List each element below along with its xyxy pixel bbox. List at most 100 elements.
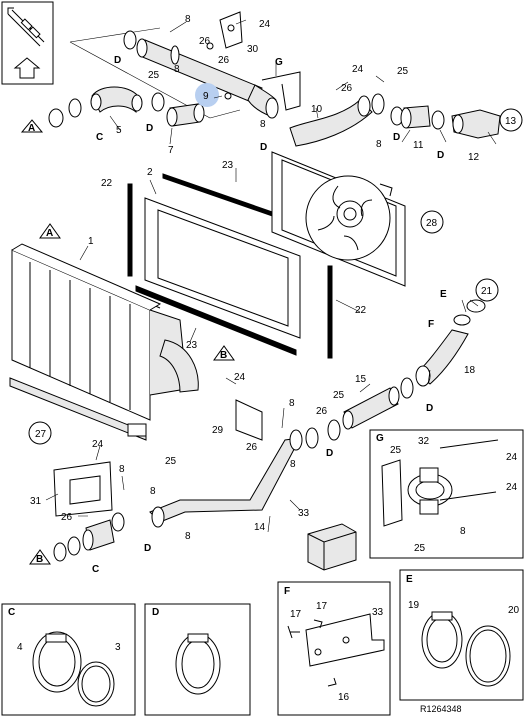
callout-33: 33 bbox=[298, 508, 310, 519]
callout-8-e: 8 bbox=[289, 398, 295, 409]
callout-27: 27 bbox=[35, 429, 47, 440]
callout-8-top: 8 bbox=[185, 14, 191, 25]
callout-25-d: 25 bbox=[165, 456, 177, 467]
panel-g-part-24-a: 24 bbox=[506, 452, 518, 463]
callout-8-d: 8 bbox=[376, 139, 382, 150]
callout-d-4: D bbox=[393, 132, 400, 143]
callout-8-c: 8 bbox=[260, 119, 266, 130]
radiator bbox=[11, 243, 199, 421]
upper-coolant-pipe bbox=[123, 11, 301, 119]
callout-1: 1 bbox=[88, 236, 94, 247]
callout-25-c: 25 bbox=[333, 390, 345, 401]
callout-d-3: D bbox=[260, 142, 267, 153]
callout-24-top: 24 bbox=[259, 19, 271, 30]
callout-18: 18 bbox=[464, 365, 476, 376]
callout-8-g: 8 bbox=[119, 464, 125, 475]
callout-26-d: 26 bbox=[316, 406, 328, 417]
callout-d-2: D bbox=[146, 123, 153, 134]
marker-a-radiator: A bbox=[46, 228, 53, 239]
panel-g-title: G bbox=[376, 433, 384, 444]
panel-g-part-25-bottom: 25 bbox=[414, 543, 426, 554]
callout-26-b: 26 bbox=[218, 55, 230, 66]
panel-e-part-19: 19 bbox=[408, 600, 420, 611]
hose-10 bbox=[289, 93, 501, 147]
callout-8-f: 8 bbox=[290, 459, 296, 470]
panel-c-part-3: 3 bbox=[115, 642, 121, 653]
callout-9-highlighted: 9 bbox=[203, 91, 209, 102]
panel-g-part-8: 8 bbox=[460, 526, 466, 537]
callout-22-left: 22 bbox=[101, 178, 113, 189]
part-33-block bbox=[307, 523, 357, 571]
callout-d-7: D bbox=[326, 448, 333, 459]
callout-15: 15 bbox=[355, 374, 367, 385]
marker-b-bottom: B bbox=[36, 554, 43, 565]
callout-31: 31 bbox=[30, 496, 42, 507]
callout-d-1: D bbox=[114, 55, 121, 66]
panel-c-part-4: 4 bbox=[17, 642, 23, 653]
hose-18 bbox=[415, 299, 486, 387]
orientation-icon bbox=[1, 1, 54, 85]
callout-28: 28 bbox=[426, 218, 438, 229]
callout-30: 30 bbox=[247, 44, 259, 55]
callout-10: 10 bbox=[311, 104, 323, 115]
callout-21: 21 bbox=[481, 286, 493, 297]
callout-14: 14 bbox=[254, 522, 266, 533]
panel-g-part-24-b: 24 bbox=[506, 482, 518, 493]
callout-26-c: 26 bbox=[341, 83, 353, 94]
callout-23-top: 23 bbox=[222, 160, 234, 171]
marker-a-top: A bbox=[28, 123, 35, 134]
panel-e-title: E bbox=[406, 574, 413, 585]
reference-markers: A A B B bbox=[20, 119, 235, 565]
callout-e: E bbox=[440, 289, 447, 300]
callout-f: F bbox=[428, 319, 434, 330]
detail-panel-e bbox=[399, 569, 524, 701]
callout-7: 7 bbox=[168, 145, 174, 156]
detail-panel-f bbox=[277, 581, 391, 716]
callout-26-e: 26 bbox=[246, 442, 258, 453]
callout-23-bottom: 23 bbox=[186, 340, 198, 351]
callout-d-6: D bbox=[426, 403, 433, 414]
panel-f-part-17-b: 17 bbox=[316, 601, 328, 612]
callout-c-2: C bbox=[92, 564, 99, 575]
detail-panel-c bbox=[1, 603, 136, 716]
drawing-reference: R1264348 bbox=[420, 704, 462, 714]
callout-2: 2 bbox=[147, 167, 153, 178]
callout-26-f: 26 bbox=[61, 512, 73, 523]
support-bar-27 bbox=[9, 377, 147, 441]
detail-panel-d bbox=[144, 603, 251, 716]
callout-12: 12 bbox=[468, 152, 480, 163]
panel-f-part-16: 16 bbox=[338, 692, 350, 703]
panel-f-title: F bbox=[284, 586, 290, 597]
callout-24-d: 24 bbox=[92, 439, 104, 450]
callout-c-1: C bbox=[96, 132, 103, 143]
callout-24-b: 24 bbox=[352, 64, 364, 75]
callout-8-b: 8 bbox=[174, 64, 180, 75]
panel-d-title: D bbox=[152, 607, 159, 618]
panel-f-part-17-a: 17 bbox=[290, 609, 302, 620]
panel-f-part-33: 33 bbox=[372, 607, 384, 618]
hose-assembly-top-left bbox=[48, 86, 205, 128]
marker-b-radiator: B bbox=[220, 350, 227, 361]
callout-8-i: 8 bbox=[185, 531, 191, 542]
bracket-31 bbox=[53, 461, 125, 562]
panel-c-title: C bbox=[8, 607, 15, 618]
shroud-frame bbox=[144, 197, 301, 339]
callout-8-h: 8 bbox=[150, 486, 156, 497]
callout-26-top: 26 bbox=[199, 36, 211, 47]
detail-panel-g bbox=[369, 429, 524, 559]
callout-5: 5 bbox=[116, 125, 122, 136]
callout-11: 11 bbox=[413, 140, 424, 151]
panel-g-part-32: 32 bbox=[418, 436, 430, 447]
hose-15 bbox=[327, 377, 414, 441]
callout-24-c: 24 bbox=[234, 372, 246, 383]
callout-13: 13 bbox=[505, 116, 517, 127]
callout-d-8: D bbox=[144, 543, 151, 554]
callout-25-a: 25 bbox=[148, 70, 160, 81]
panel-e-part-20: 20 bbox=[508, 605, 520, 616]
lower-coolant-pipe bbox=[149, 399, 319, 528]
callout-29: 29 bbox=[212, 425, 224, 436]
callout-d-5: D bbox=[437, 150, 444, 161]
panel-g-part-25-top: 25 bbox=[390, 445, 402, 456]
